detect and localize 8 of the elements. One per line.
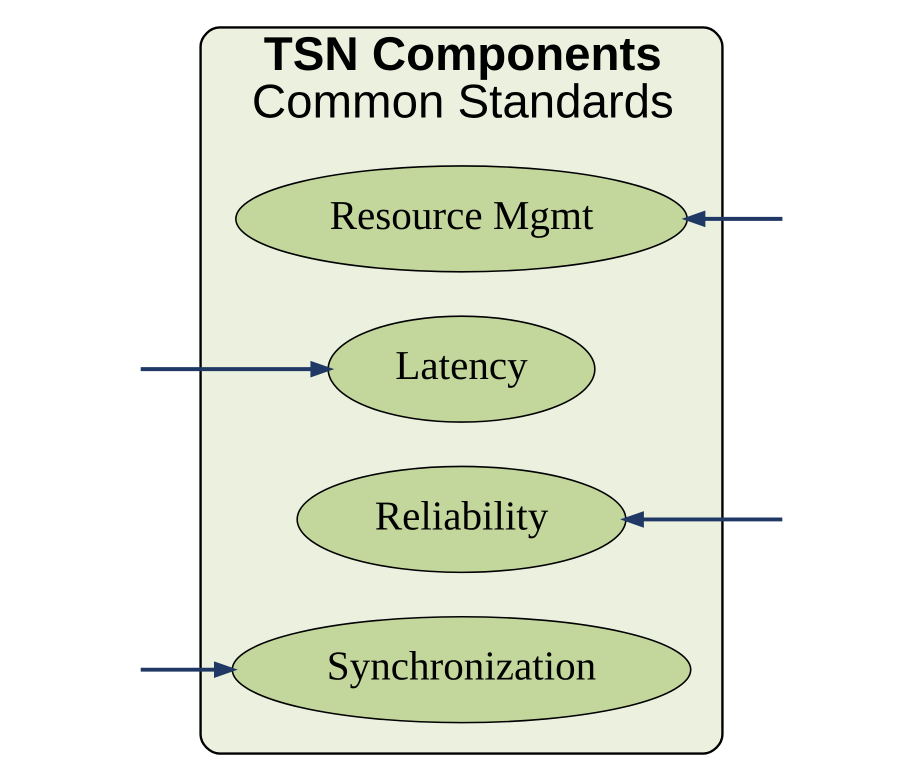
- arrow: [140, 360, 334, 378]
- node-ellipse: Resource Mgmt: [234, 165, 688, 273]
- node-ellipse: Synchronization: [231, 616, 692, 724]
- arrow: [681, 210, 782, 228]
- arrow: [620, 511, 782, 528]
- node-ellipse: Latency: [326, 315, 596, 423]
- arrow: [140, 661, 238, 678]
- node-ellipse: Reliability: [296, 466, 626, 574]
